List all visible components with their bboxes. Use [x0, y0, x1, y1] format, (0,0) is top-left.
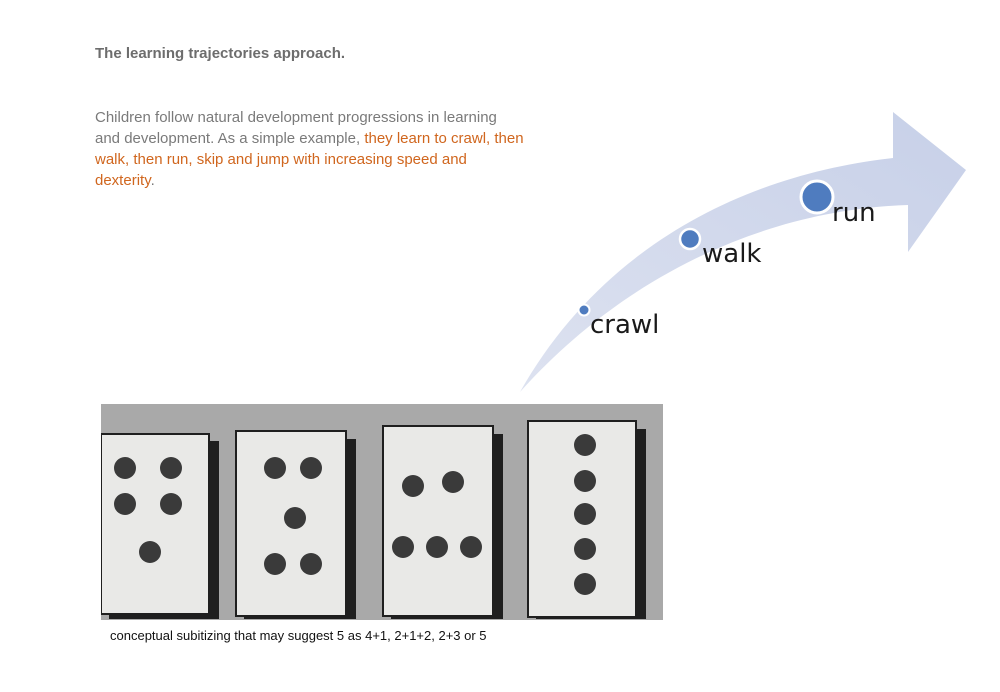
- stage-label-run: run: [832, 198, 876, 228]
- page-title: The learning trajectories approach.: [95, 45, 346, 62]
- subitizing-cards-figure: [100, 420, 646, 619]
- subitizing-cards-photo: [100, 404, 663, 620]
- crawl-dot: [577, 303, 591, 317]
- dot-card: [382, 425, 494, 617]
- intro-paragraph: Children follow natural development prog…: [95, 107, 525, 191]
- stage-label-walk: walk: [702, 239, 762, 269]
- walk-dot: [678, 227, 702, 251]
- paragraph-text: Children follow natural development prog…: [95, 109, 497, 147]
- stage-label-crawl: crawl: [590, 310, 660, 340]
- paragraph-end: .: [150, 172, 155, 189]
- run-dot: [799, 179, 835, 215]
- trajectory-arrow: [520, 112, 966, 392]
- figure-caption: conceptual subitizing that may suggest 5…: [110, 628, 487, 643]
- paragraph-highlight: they learn to crawl, then walk, then run…: [95, 130, 524, 189]
